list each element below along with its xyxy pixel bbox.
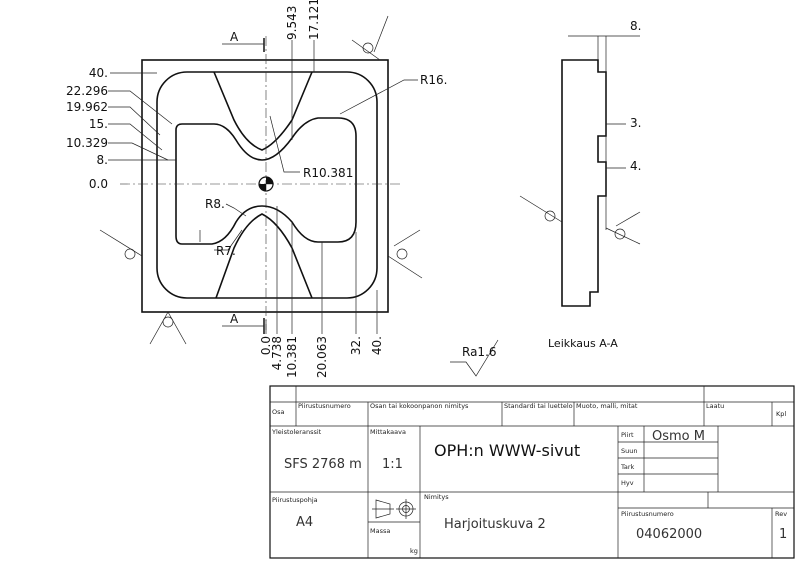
- section-dim-mid: 3.: [630, 116, 641, 130]
- dim-top-0: 9.543: [285, 6, 299, 40]
- tb-col-qty: Kpl: [776, 410, 786, 418]
- center-mark-fill-b: [259, 184, 266, 191]
- tb-mass-unit: kg: [410, 547, 418, 555]
- dim-left-5: 8.: [97, 153, 108, 167]
- dim-bottom-2: 10.381: [285, 336, 299, 378]
- dim-left-1: 22.296: [66, 84, 108, 98]
- clamp-symbols: [99, 15, 423, 345]
- tb-col-osa: Osa: [272, 408, 285, 416]
- dim-left-2: 19.962: [66, 100, 108, 114]
- tb-label-name: Nimitys: [424, 493, 449, 501]
- section-marker-bottom: A: [230, 312, 239, 326]
- inner-island: [175, 117, 357, 245]
- roughness-symbol: [450, 339, 499, 377]
- left-leaders: [108, 72, 176, 161]
- dim-left-0: 40.: [89, 66, 108, 80]
- radius-r16: R16.: [420, 73, 447, 87]
- section-dim-low: 4.: [630, 159, 641, 173]
- front-view: 40. 22.296 19.962 15. 10.329 8. 0.0 9.54…: [66, 0, 447, 378]
- radius-r10: R10.381: [303, 166, 353, 180]
- tb-main-title: OPH:n WWW-sivut: [434, 441, 580, 460]
- top-boss: [213, 71, 313, 151]
- section-clamps: [519, 195, 641, 245]
- tb-label-mass: Massa: [370, 527, 390, 535]
- dim-bottom-5: 40.: [370, 336, 384, 355]
- title-block: Osa Piirustusnumero Osan tai kokoonpanon…: [269, 385, 795, 559]
- tb-label-drawn: Piirt: [621, 431, 634, 439]
- section-view: 8. 3. 4. Leikkaus A-A Ra1.6: [450, 19, 641, 377]
- dim-bottom-1: 4.738: [270, 336, 284, 370]
- section-dim-top: 8.: [630, 19, 641, 33]
- section-marker-top: A: [230, 30, 239, 44]
- section-profile: [561, 59, 607, 307]
- tb-drawn-value: Osmo M: [652, 429, 705, 444]
- tb-scale-value: 1:1: [382, 457, 403, 472]
- tb-label-scale: Mittakaava: [370, 428, 406, 436]
- dim-left-4: 10.329: [66, 136, 108, 150]
- tb-label-checked: Tark: [620, 463, 635, 471]
- tb-col-shape: Muoto, malli, mitat: [576, 402, 638, 410]
- tb-label-number: Piirustusnumero: [621, 510, 674, 518]
- tb-label-rev: Rev: [775, 510, 787, 518]
- bottom-boss: [215, 213, 313, 299]
- tb-tolerance-value: SFS 2768 m: [284, 457, 362, 472]
- tb-label-tolerances: Yleistoleranssit: [271, 428, 322, 436]
- tb-label-designed: Suun: [621, 447, 638, 455]
- tb-name-value: Harjoituskuva 2: [444, 517, 546, 532]
- projection-symbol-icon: [372, 499, 416, 519]
- dim-left-6: 0.0: [89, 177, 108, 191]
- dim-bottom-4: 32.: [349, 336, 363, 355]
- tb-col-part-name: Osan tai kokoonpanon nimitys: [370, 402, 469, 410]
- tb-paper-value: A4: [296, 515, 313, 530]
- tb-label-approved: Hyv: [621, 479, 634, 487]
- dim-left-3: 15.: [89, 117, 108, 131]
- outer-plate-outline: [141, 59, 389, 313]
- radius-r8: R8.: [205, 197, 225, 211]
- tb-col-standard: Standardi tai luettelo: [504, 402, 573, 410]
- dim-top-1: 17.121: [307, 0, 321, 40]
- center-mark-fill-a: [266, 177, 273, 184]
- dim-bottom-3: 20.063: [315, 336, 329, 378]
- tb-col-drawing-number: Piirustusnumero: [298, 402, 351, 410]
- tb-col-material: Laatu: [706, 402, 724, 410]
- section-marker-lines: [222, 38, 265, 334]
- radius-leaders: [199, 79, 418, 251]
- radius-r7: R7.: [216, 244, 236, 258]
- bottom-leaders: [265, 206, 378, 334]
- tb-label-paper: Piirustuspohja: [272, 496, 318, 504]
- top-leaders: [291, 40, 315, 140]
- pocket-outline: [156, 71, 378, 299]
- roughness-value: Ra1.6: [462, 345, 497, 359]
- tb-rev-value: 1: [779, 527, 787, 542]
- section-caption: Leikkaus A-A: [548, 337, 618, 350]
- tb-number-value: 04062000: [636, 527, 702, 542]
- dim-bottom-0: 0.0: [259, 336, 273, 355]
